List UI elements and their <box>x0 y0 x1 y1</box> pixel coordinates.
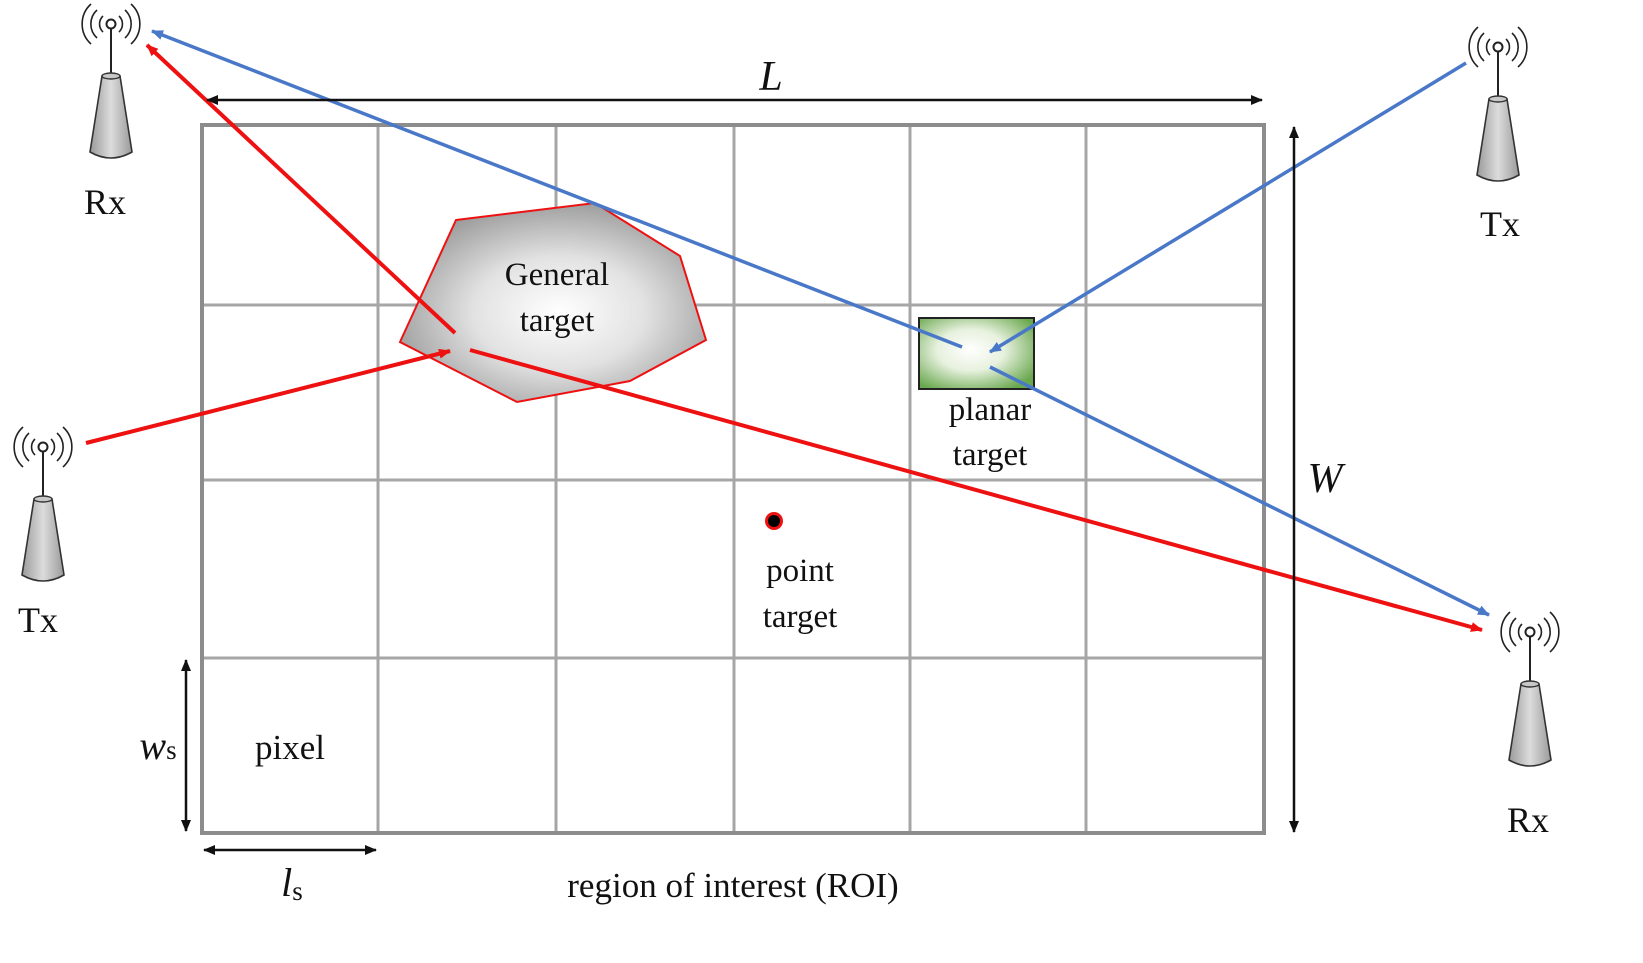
red-path-tx-to-general <box>85 348 451 445</box>
roi-caption: region of interest (ROI) <box>567 866 898 905</box>
point-target-label-1: point <box>766 553 834 589</box>
antenna-icon <box>1500 611 1560 767</box>
width-label: W <box>1308 456 1347 502</box>
rx-bottom-right: Rx <box>1500 611 1560 840</box>
antenna-icon <box>13 426 73 582</box>
rx-bottom-right-label: Rx <box>1507 800 1549 840</box>
general-target-label-2: target <box>520 303 595 339</box>
tx-top-right-label: Tx <box>1480 204 1520 244</box>
blue-path-planar-to-rx-top <box>151 29 963 349</box>
planar-target-label-2: target <box>953 437 1028 473</box>
antenna-icon <box>81 3 141 159</box>
dimension-arrows <box>181 95 1299 855</box>
red-paths <box>85 43 1483 632</box>
rx-top-left-label: Rx <box>84 182 126 222</box>
blue-path-planar-to-rx-bottom <box>989 365 1490 617</box>
planar-target-shape <box>918 317 1035 390</box>
rx-top-left: Rx <box>81 3 141 222</box>
tx-left-label: Tx <box>18 600 58 640</box>
length-label: L <box>758 54 782 100</box>
general-target-label-1: General <box>505 257 609 293</box>
red-path-general-to-rx-top <box>145 43 457 335</box>
blue-paths <box>151 29 1490 617</box>
pixel-length-label: ls <box>281 860 303 906</box>
planar-target-label-1: planar <box>949 392 1031 428</box>
antenna-icon <box>1468 26 1528 182</box>
roi-border <box>200 123 1266 835</box>
blue-path-tx-to-planar <box>989 61 1467 354</box>
pixel-width-label: ws <box>139 723 176 768</box>
tx-top-right: Tx <box>1468 26 1528 244</box>
red-path-general-to-rx-bottom <box>469 348 1483 632</box>
point-target-label-2: target <box>763 599 838 635</box>
roi-grid <box>200 123 1266 835</box>
tx-left: Tx <box>13 426 73 640</box>
pixel-label: pixel <box>255 728 325 767</box>
